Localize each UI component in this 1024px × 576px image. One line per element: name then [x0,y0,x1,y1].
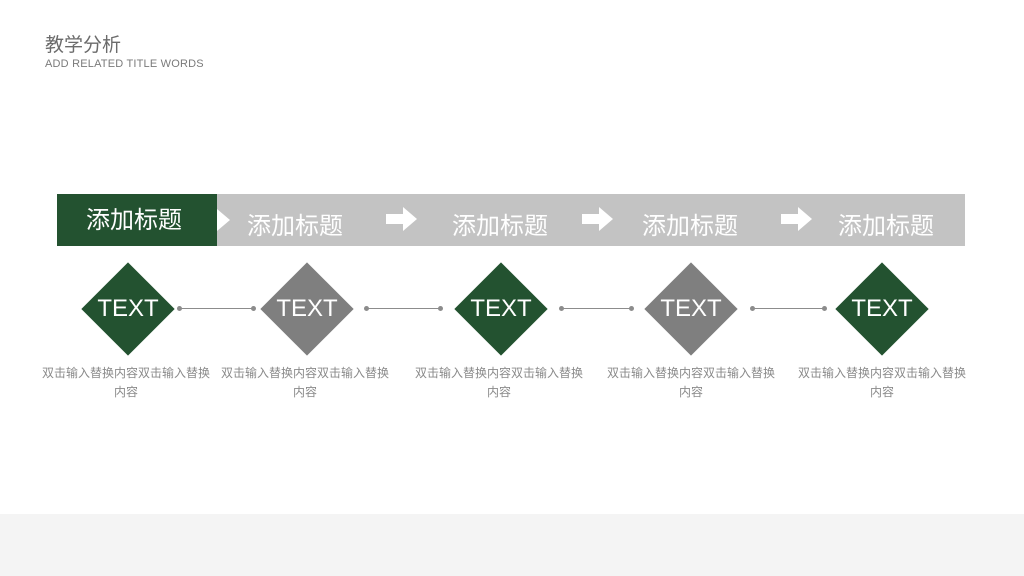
active-step-header[interactable] [57,194,217,246]
connector-dot [364,306,369,311]
connector-dot [438,306,443,311]
connector-dot [251,306,256,311]
step-badge-1: TEXT [97,295,159,322]
connector-dot [822,306,827,311]
step-heading-1[interactable]: 添加标题 [86,206,182,234]
active-step-pointer-icon [217,209,230,231]
arrow-right-icon [386,207,417,231]
connector-line [180,308,254,309]
footer-band [0,514,1024,576]
step-badge-5: TEXT [851,295,913,322]
step-badge-4: TEXT [660,295,722,322]
step-badge-3: TEXT [470,295,532,322]
step-heading-4[interactable]: 添加标题 [642,212,738,240]
connector-dot [559,306,564,311]
connector-dot [750,306,755,311]
step-description-3[interactable]: 双击输入替换内容双击输入替换内容 [414,366,583,399]
step-description-1[interactable]: 双击输入替换内容双击输入替换内容 [41,366,210,399]
step-description-5[interactable]: 双击输入替换内容双击输入替换内容 [797,366,966,399]
connector-dot [177,306,182,311]
connector-line [562,308,632,309]
connector-line [367,308,441,309]
step-description-4[interactable]: 双击输入替换内容双击输入替换内容 [606,366,775,399]
arrow-right-icon [781,207,812,231]
slide-subtitle: ADD RELATED TITLE WORDS [45,58,204,70]
slide-title: 教学分析 [45,34,122,56]
step-badge-2: TEXT [276,295,338,322]
step-heading-2[interactable]: 添加标题 [247,212,343,240]
step-description-2[interactable]: 双击输入替换内容双击输入替换内容 [220,366,389,399]
connector-line [753,308,825,309]
connector-dot [629,306,634,311]
step-heading-5[interactable]: 添加标题 [838,212,934,240]
arrow-right-icon [582,207,613,231]
step-heading-3[interactable]: 添加标题 [452,212,548,240]
